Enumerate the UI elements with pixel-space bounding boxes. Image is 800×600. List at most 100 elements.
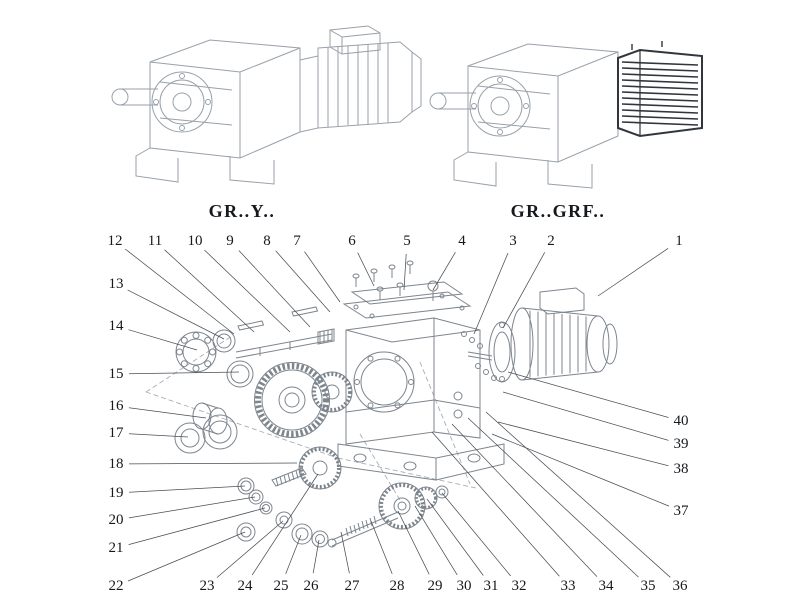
callout-leader-25 xyxy=(285,534,302,575)
callout-leader-39 xyxy=(502,391,669,441)
assembled-view-gr-grf xyxy=(429,43,619,189)
callout-number-7: 7 xyxy=(293,233,301,249)
callout-leader-34 xyxy=(451,423,598,577)
callout-leader-23 xyxy=(216,520,284,578)
callout-number-38: 38 xyxy=(674,461,689,477)
cover-bolts xyxy=(352,260,414,300)
callout-number-15: 15 xyxy=(109,366,124,382)
gear-wheels xyxy=(254,362,353,438)
callout-number-3: 3 xyxy=(509,233,517,249)
callout-number-33: 33 xyxy=(561,578,576,594)
callout-leader-15 xyxy=(128,371,240,375)
callout-number-18: 18 xyxy=(109,456,124,472)
input-shaft xyxy=(235,306,335,359)
output-shaft-end xyxy=(429,92,447,110)
output-shaft-assembly xyxy=(291,482,449,548)
callout-number-16: 16 xyxy=(109,398,125,414)
intermediate-gear-set xyxy=(236,446,342,542)
callout-leader-35 xyxy=(467,417,639,578)
housing-gasket xyxy=(350,281,464,305)
callout-leader-10 xyxy=(204,249,291,333)
callout-leader-31 xyxy=(426,498,484,576)
callout-leader-14 xyxy=(128,329,198,351)
variant-label-gr-y: GR..Y.. xyxy=(208,201,276,221)
callout-leader-37 xyxy=(491,433,670,507)
callout-leader-17 xyxy=(128,433,189,438)
housing-cover xyxy=(342,291,472,319)
callout-number-34: 34 xyxy=(599,578,615,594)
callout-number-37: 37 xyxy=(674,503,690,519)
callout-number-9: 9 xyxy=(226,233,234,249)
callout-number-17: 17 xyxy=(109,425,125,441)
motor-fasteners xyxy=(461,331,497,381)
callout-leader-3 xyxy=(473,252,509,335)
callout-number-36: 36 xyxy=(673,578,689,594)
callout-number-23: 23 xyxy=(200,578,215,594)
callout-leader-40 xyxy=(507,371,669,418)
callout-number-27: 27 xyxy=(345,578,361,594)
callout-leader-29 xyxy=(397,510,430,575)
callout-leader-13 xyxy=(127,289,225,340)
shaft-key xyxy=(237,320,265,331)
leader-lines-layer xyxy=(124,247,671,582)
output-shaft-end xyxy=(111,88,129,106)
callout-number-19: 19 xyxy=(109,485,124,501)
callout-leader-20 xyxy=(128,496,256,519)
callout-number-32: 32 xyxy=(512,578,527,594)
callout-number-4: 4 xyxy=(458,233,466,249)
callout-leader-8 xyxy=(275,250,331,313)
callout-number-35: 35 xyxy=(641,578,656,594)
callout-leader-12 xyxy=(124,248,235,335)
assembled-view-gr-y xyxy=(111,25,422,185)
callout-leader-32 xyxy=(441,492,511,577)
callout-number-1: 1 xyxy=(675,233,683,249)
callout-leader-18 xyxy=(128,462,298,465)
callout-number-26: 26 xyxy=(304,578,320,594)
finned-cover-unit xyxy=(617,41,703,138)
callout-number-29: 29 xyxy=(428,578,443,594)
callout-leader-16 xyxy=(128,407,207,419)
callout-number-2: 2 xyxy=(547,233,555,249)
callout-number-24: 24 xyxy=(238,578,254,594)
callout-number-22: 22 xyxy=(109,578,124,594)
callout-leader-33 xyxy=(431,431,560,577)
callout-number-13: 13 xyxy=(109,276,124,292)
eye-bolt xyxy=(427,280,439,301)
callout-number-40: 40 xyxy=(674,413,689,429)
callout-number-11: 11 xyxy=(148,233,162,249)
callout-leader-6 xyxy=(357,252,375,287)
callout-number-28: 28 xyxy=(390,578,405,594)
callout-number-39: 39 xyxy=(674,436,689,452)
callout-number-31: 31 xyxy=(484,578,499,594)
callout-number-25: 25 xyxy=(274,578,289,594)
callout-number-12: 12 xyxy=(108,233,123,249)
exploded-view xyxy=(145,260,618,548)
callout-leader-28 xyxy=(370,520,393,575)
shaft-key xyxy=(291,306,319,317)
alignment-axes xyxy=(145,335,477,501)
callout-number-8: 8 xyxy=(263,233,271,249)
callout-leader-9 xyxy=(238,250,311,328)
callout-number-14: 14 xyxy=(109,318,125,334)
callout-leader-22 xyxy=(127,531,246,582)
motor xyxy=(488,287,618,383)
callout-number-21: 21 xyxy=(109,540,124,556)
callout-leader-21 xyxy=(128,507,266,545)
callout-leader-27 xyxy=(340,531,350,574)
callout-number-20: 20 xyxy=(109,512,124,528)
callout-leader-5 xyxy=(403,253,407,291)
callout-leader-19 xyxy=(128,485,246,493)
callout-leader-26 xyxy=(312,539,320,574)
callout-number-30: 30 xyxy=(457,578,472,594)
callout-leader-2 xyxy=(502,252,546,329)
callout-number-5: 5 xyxy=(403,233,411,249)
callout-number-6: 6 xyxy=(348,233,356,249)
callout-leader-36 xyxy=(485,411,671,578)
gear-housing xyxy=(345,317,481,445)
callout-leader-24 xyxy=(251,473,319,576)
callout-leader-4 xyxy=(432,252,456,291)
variant-label-gr-grf: GR..GRF.. xyxy=(510,201,606,221)
